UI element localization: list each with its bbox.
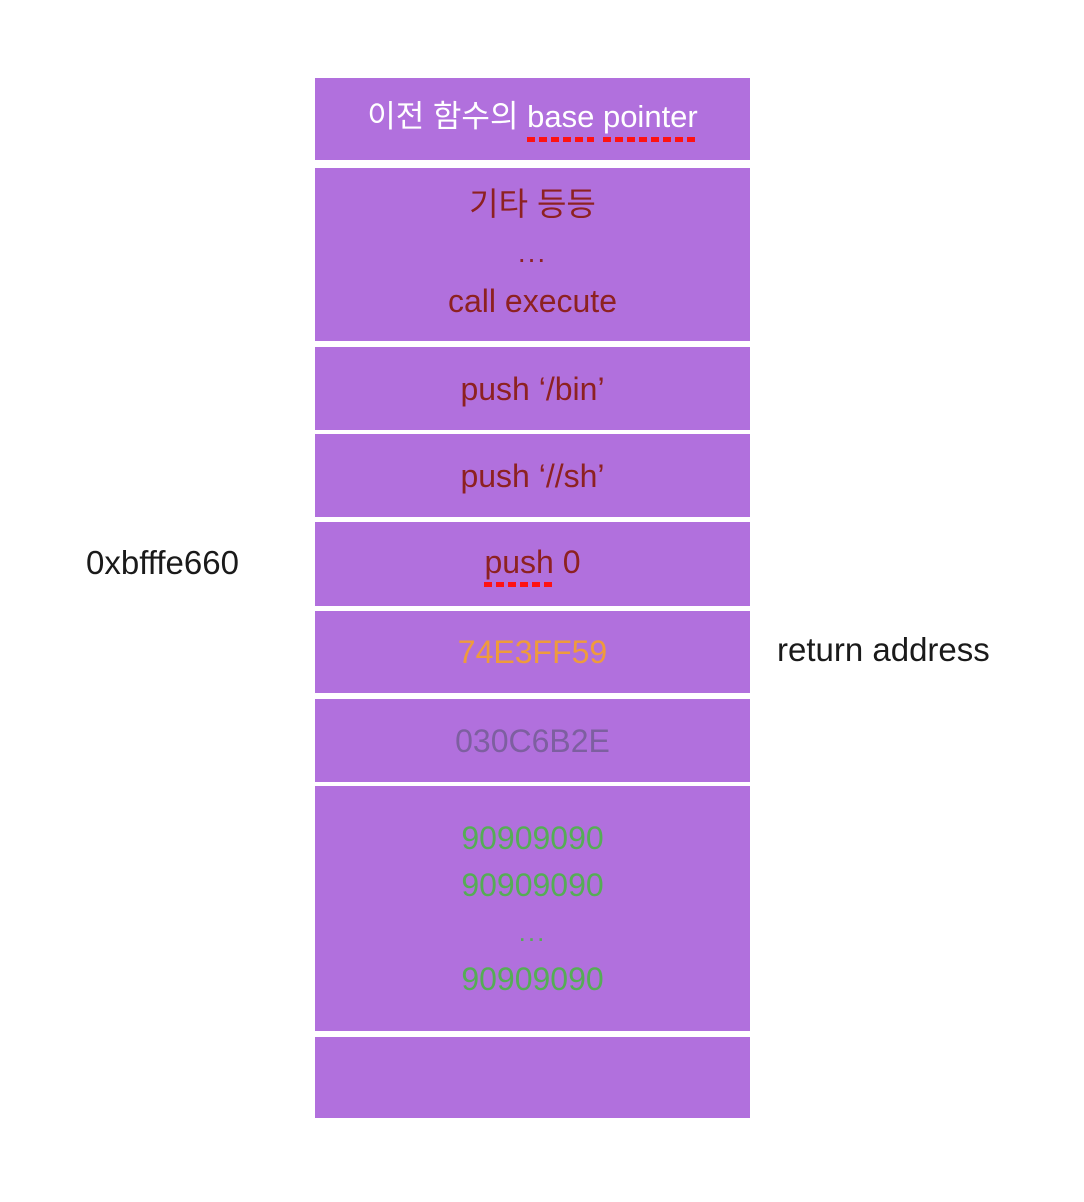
stack-frame-empty — [315, 1037, 750, 1118]
nop-value-2: 90909090 — [461, 866, 604, 903]
stack-frame-saved-base-pointer: 이전 함수의 base pointer — [315, 78, 750, 160]
stack-frame-push-bin: push ‘/bin’ — [315, 347, 750, 430]
push-zero-operand: 0 — [562, 544, 581, 580]
nop-value-1: 90909090 — [461, 819, 604, 856]
return-address-label: return address — [777, 631, 990, 668]
saved-base-pointer-prefix: 이전 함수의 — [367, 99, 519, 134]
stack-frame-nop-sled: 90909090 90909090 ... 90909090 — [315, 786, 750, 1031]
return-address-value-text: 74E3FF59 — [457, 634, 608, 670]
shellcode-etc-text: 기타 등등 — [469, 186, 596, 222]
nop-ellipsis: ... — [518, 916, 547, 947]
stack-frame-push-zero: push 0 — [315, 522, 750, 606]
saved-base-pointer-word-pointer: pointer — [602, 96, 698, 142]
stack-frame-push-sh: push ‘//sh’ — [315, 434, 750, 517]
saved-base-pointer-text: 이전 함수의 base pointer — [367, 96, 698, 142]
stack-frame-shellcode-prologue: 기타 등등 ... call execute — [315, 168, 750, 341]
garbage-value-text: 030C6B2E — [455, 722, 610, 759]
push-sh-text: push ‘//sh’ — [460, 457, 605, 494]
saved-base-pointer-word-base: base — [527, 96, 595, 142]
stack-frame-return-address-value: 74E3FF59 — [315, 611, 750, 693]
push-zero-text: push 0 — [484, 541, 581, 587]
push-zero-word-push: push — [484, 541, 554, 587]
nop-value-3: 90909090 — [461, 960, 604, 997]
call-execute-text: call execute — [448, 283, 617, 319]
push-bin-text: push ‘/bin’ — [460, 370, 605, 407]
stack-frame-garbage-value: 030C6B2E — [315, 699, 750, 782]
shellcode-ellipsis: ... — [517, 236, 548, 268]
stack-address-label: 0xbfffe660 — [86, 544, 239, 581]
